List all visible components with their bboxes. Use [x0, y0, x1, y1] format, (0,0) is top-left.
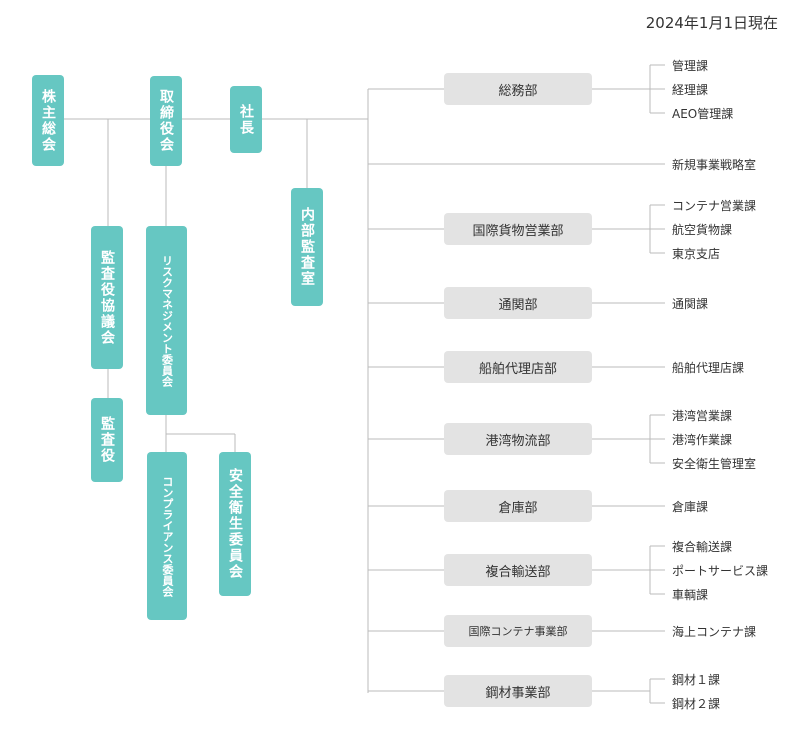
section-label: コンテナ営業課: [672, 199, 757, 213]
section-label: 倉庫課: [672, 500, 709, 514]
department-box: 鋼材事業部: [444, 675, 592, 707]
compliance-committee-box: コンプライアンス委員会: [147, 452, 187, 620]
department-box: 国際コンテナ事業部: [444, 615, 592, 647]
auditor-box: 監査役: [91, 398, 123, 482]
department-box: 船舶代理店部: [444, 351, 592, 383]
section-label: 経理課: [672, 83, 709, 97]
section-label: 鋼材２課: [672, 697, 721, 711]
department-box: 倉庫部: [444, 490, 592, 522]
section-label: 東京支店: [672, 247, 721, 261]
section-label: 複合輸送課: [672, 540, 733, 554]
president-box: 社長: [230, 86, 262, 153]
section-label: 鋼材１課: [672, 673, 721, 687]
internal-audit-office-box: 内部監査室: [291, 188, 323, 306]
shareholders-meeting-box: 株主総会: [32, 75, 64, 166]
department-box: 複合輸送部: [444, 554, 592, 586]
section-label: 通関課: [672, 297, 709, 311]
section-label: ポートサービス課: [672, 564, 769, 578]
section-label: 海上コンテナ課: [672, 625, 757, 639]
as-of-date: 2024年1月1日現在: [645, 14, 778, 32]
section-label: 新規事業戦略室: [672, 158, 757, 172]
risk-management-committee-box: リスクマネジメント委員会: [146, 226, 187, 415]
section-label: 安全衛生管理室: [672, 457, 757, 471]
department-box: 総務部: [444, 73, 592, 105]
health-safety-committee-box: 安全衛生委員会: [219, 452, 251, 596]
department-box: 通関部: [444, 287, 592, 319]
section-label: 航空貨物課: [672, 223, 733, 237]
board-of-directors-box: 取締役会: [150, 76, 182, 166]
section-label: 車輌課: [672, 588, 709, 602]
department-box: 国際貨物営業部: [444, 213, 592, 245]
section-label: 船舶代理店課: [672, 361, 745, 375]
section-label: 港湾作業課: [672, 433, 733, 447]
section-label: AEO管理課: [672, 107, 734, 121]
section-label: 港湾営業課: [672, 409, 733, 423]
department-box: 港湾物流部: [444, 423, 592, 455]
section-label: 管理課: [672, 59, 709, 73]
audit-council-box: 監査役協議会: [91, 226, 123, 369]
